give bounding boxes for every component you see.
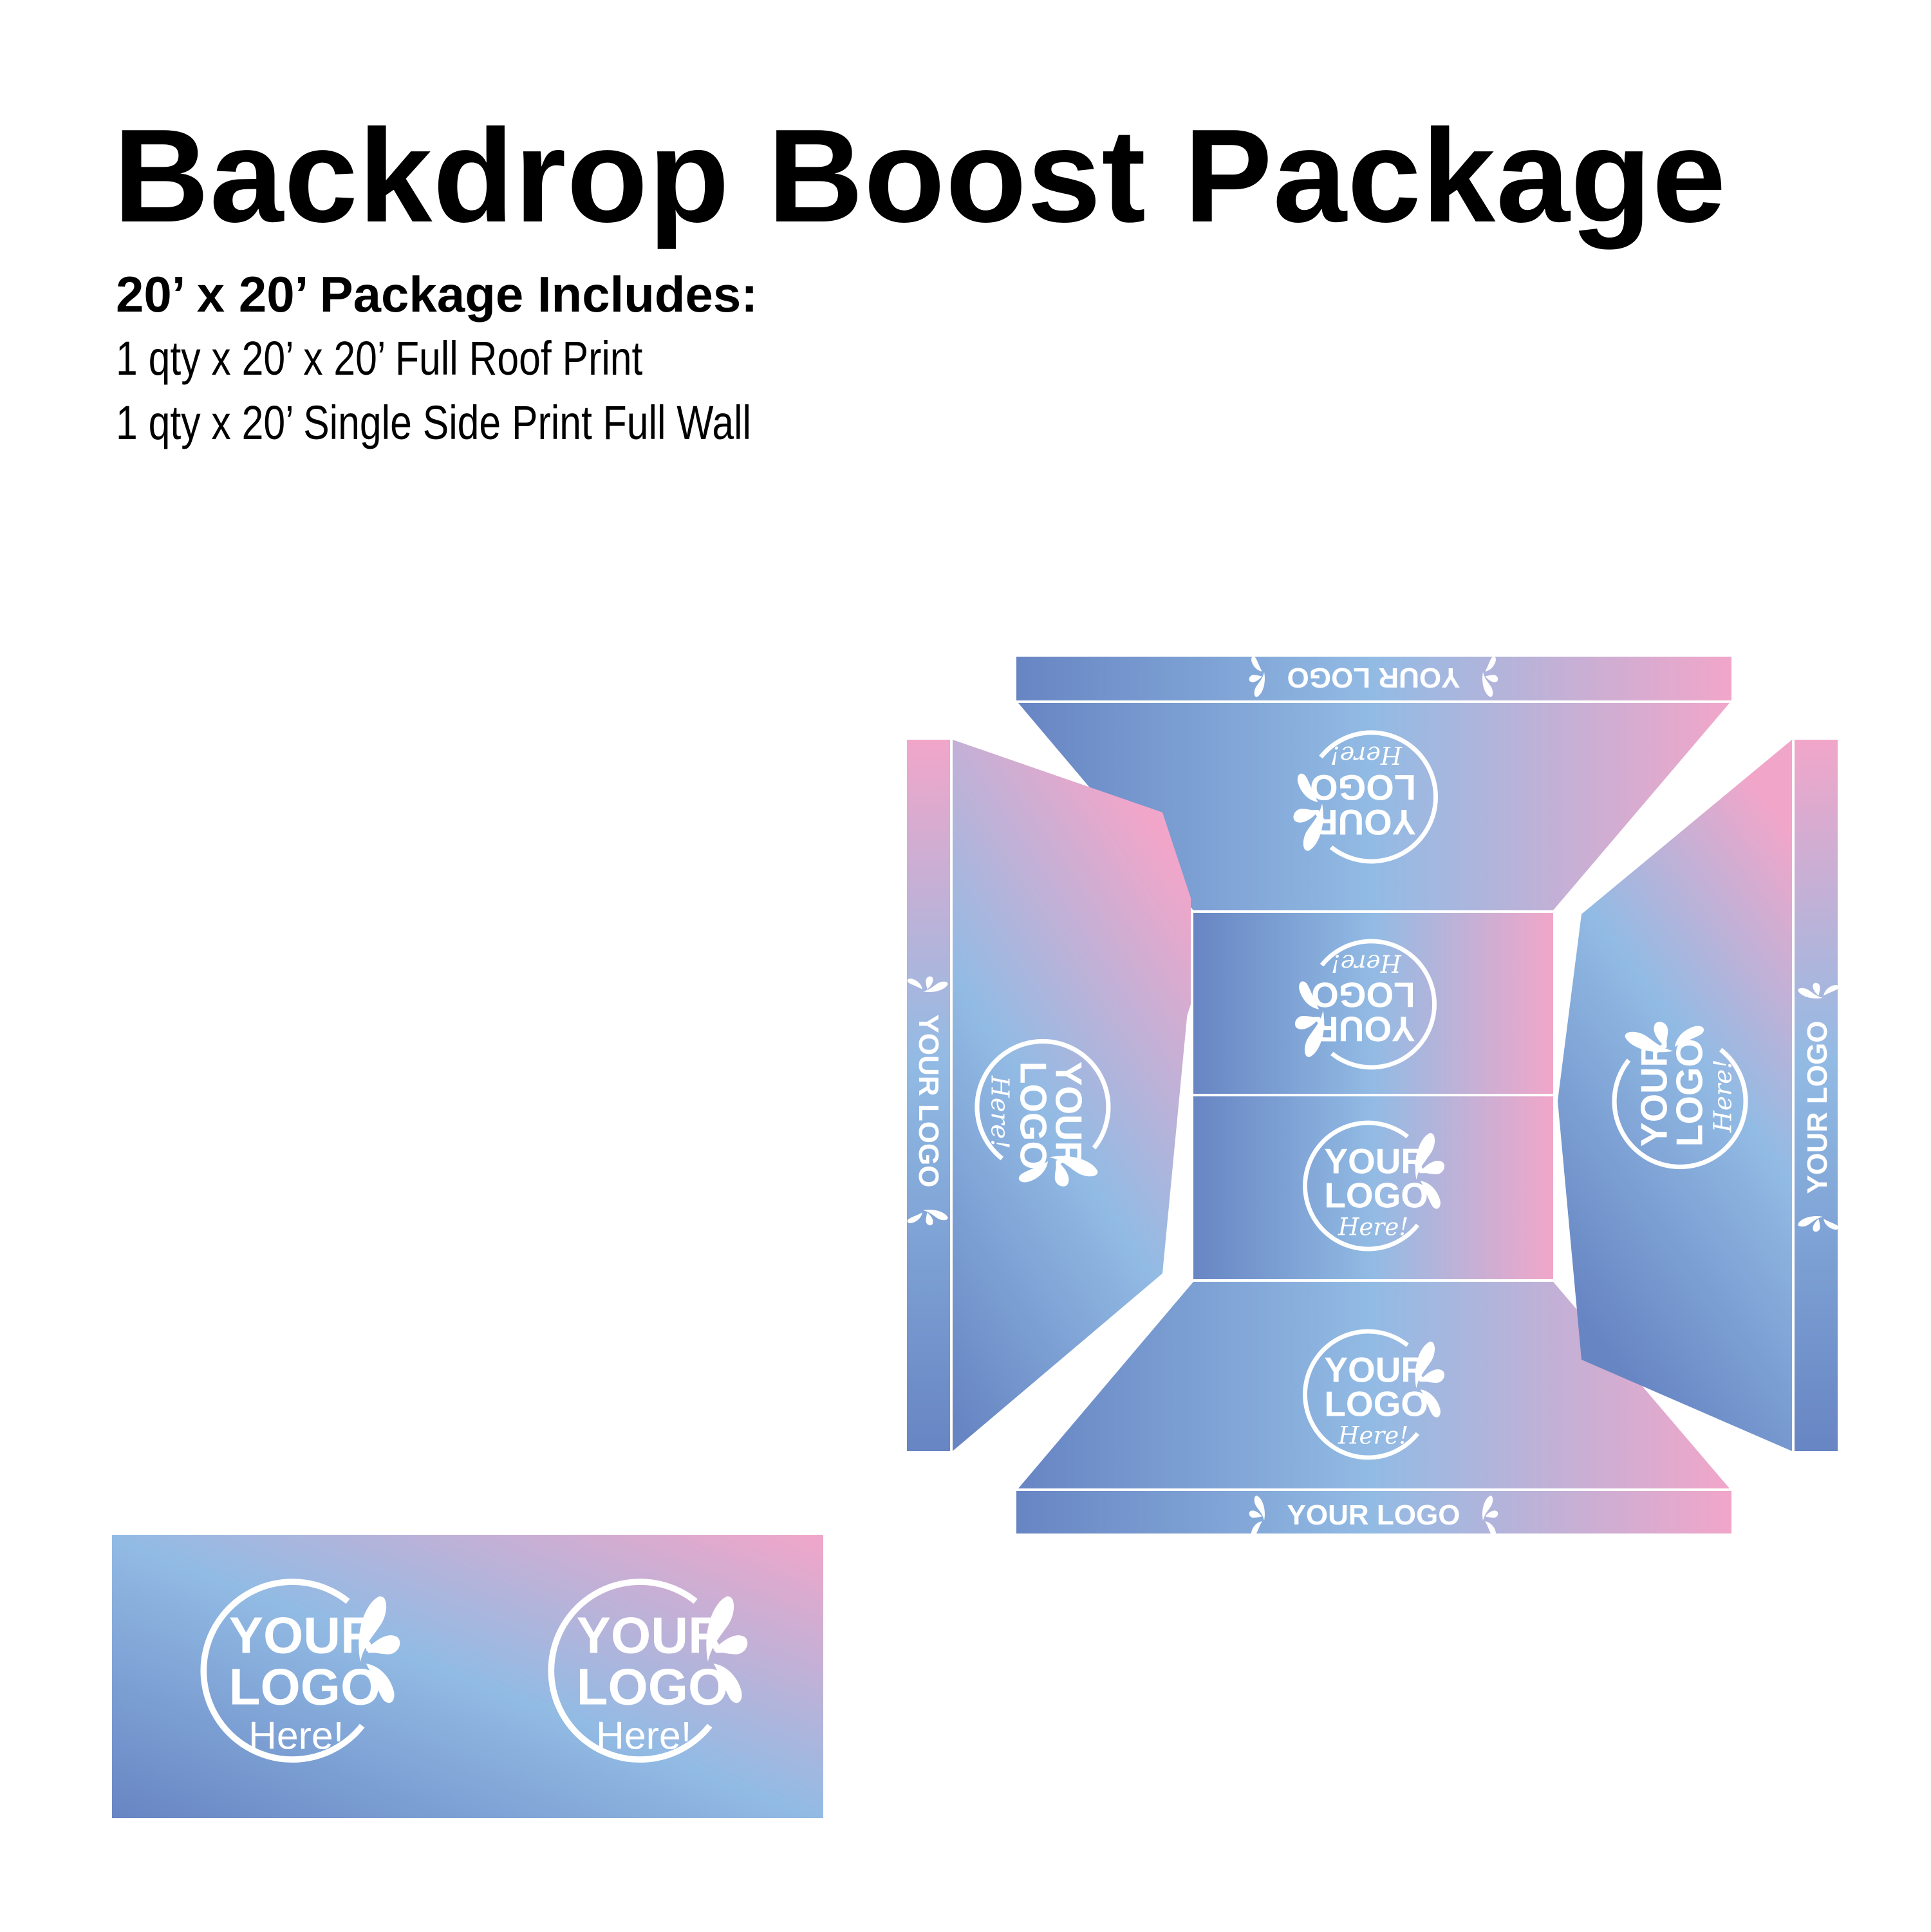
package-includes-heading: 20’ x 20’ Package Includes: — [116, 266, 758, 323]
roof-panel-center-upper — [1193, 913, 1553, 1094]
roof-panel-bottom — [1018, 1282, 1730, 1488]
roof-panel-right — [1558, 740, 1792, 1451]
roof-panel-top — [1018, 703, 1730, 910]
included-item-roof: 1 qty x 20’ x 20’ Full Roof Print — [116, 332, 643, 385]
roof-panel-left — [953, 740, 1191, 1451]
roof-top-valance — [1016, 657, 1731, 700]
roof-right-valance — [1795, 740, 1838, 1451]
roof-bottom-valance — [1016, 1491, 1731, 1536]
included-item-wall: 1 qty x 20’ Single Side Print Full Wall — [116, 396, 752, 449]
roof-left-valance — [907, 740, 950, 1451]
full-wall-print — [112, 1535, 823, 1818]
roof-print — [907, 657, 1838, 1537]
roof-panel-center-lower — [1193, 1096, 1553, 1279]
page-title: Backdrop Boost Package — [113, 102, 1727, 250]
